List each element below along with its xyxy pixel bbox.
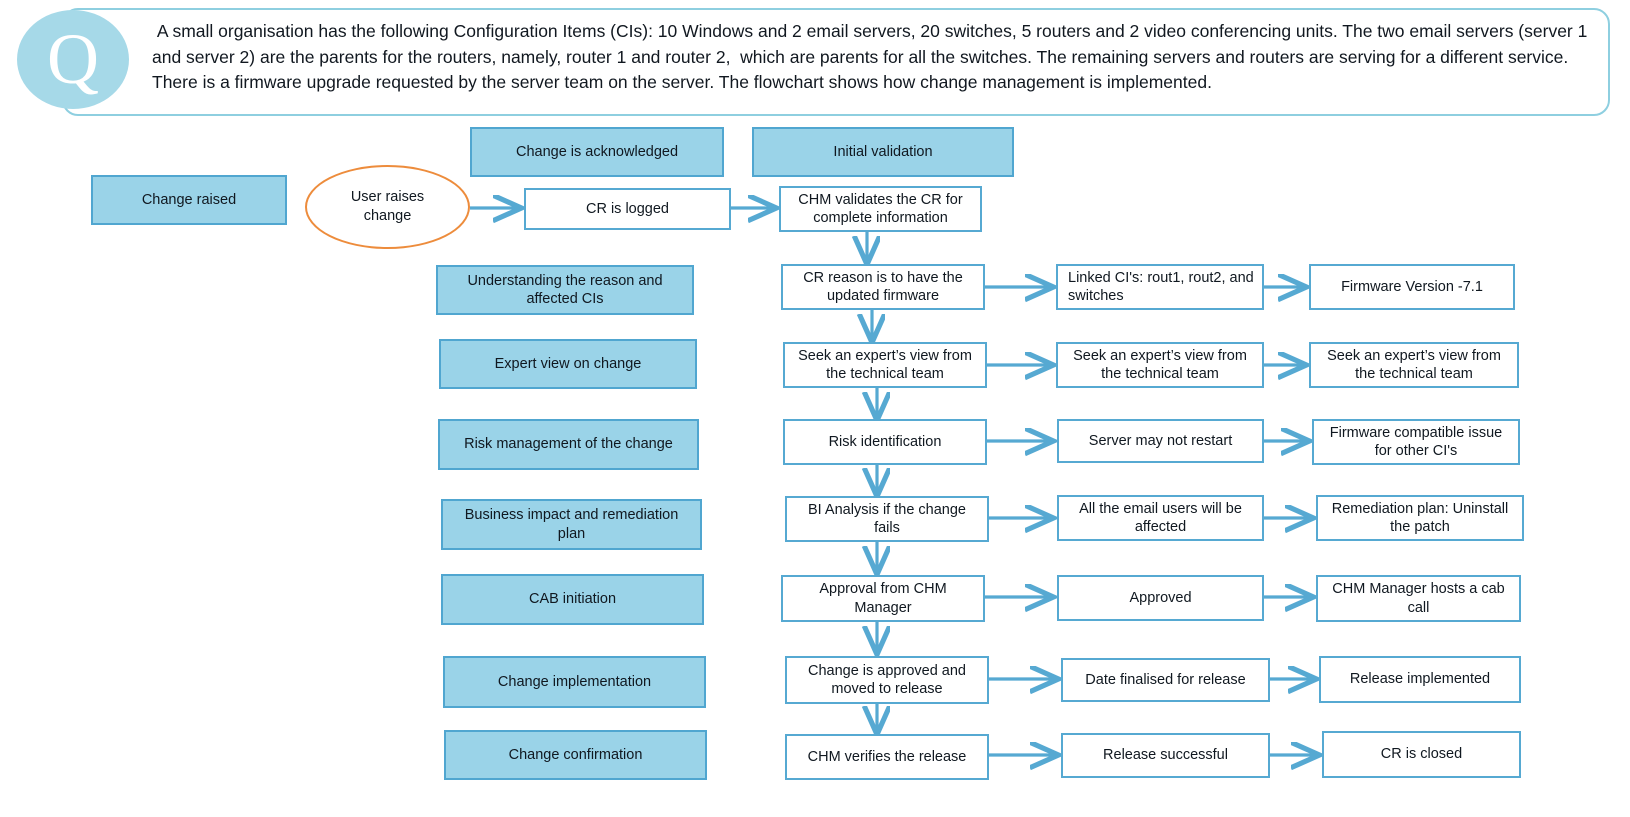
node-label: Change is acknowledged: [515, 143, 679, 160]
node-label: Release implemented: [1349, 671, 1491, 688]
stage-label-change-implementation[interactable]: Change implementation: [443, 656, 706, 708]
node-label: Date finalised for release: [1085, 671, 1246, 688]
node-chm-verifies-release[interactable]: CHM verifies the release: [785, 734, 989, 780]
node-label: CR reason is to have the updated firmwar…: [803, 269, 963, 305]
node-cr-is-closed[interactable]: CR is closed: [1322, 731, 1521, 778]
node-label: Linked CI's: rout1, rout2, and switches: [1068, 269, 1254, 305]
stage-label-expert-view[interactable]: Expert view on change: [439, 339, 697, 389]
node-label: Approval from CHM Manager: [819, 581, 947, 616]
node-label: CR is closed: [1380, 746, 1463, 763]
node-label: Remediation plan: Uninstall the patch: [1331, 500, 1509, 536]
stage-label-change-confirmation[interactable]: Change confirmation: [444, 730, 707, 780]
stage-label-change-is-acknowledged[interactable]: Change is acknowledged: [470, 127, 724, 177]
stage-label-understanding-reason[interactable]: Understanding the reason and affected CI…: [436, 265, 694, 315]
node-change-approved-moved-release[interactable]: Change is approved and moved to release: [785, 656, 989, 704]
node-seek-expert-view-second[interactable]: Seek an expert’s view from the technical…: [1056, 342, 1264, 388]
node-cr-is-logged[interactable]: CR is logged: [524, 188, 731, 230]
node-label: Approved: [1129, 589, 1192, 606]
node-risk-identification[interactable]: Risk identification: [783, 419, 987, 465]
node-label: Expert view on change: [494, 355, 642, 372]
node-label: Risk management of the change: [464, 436, 673, 453]
stage-label-risk-management[interactable]: Risk management of the change: [438, 419, 699, 470]
node-label: Firmware compatible issue for other CI's: [1329, 424, 1503, 460]
node-label: CHM verifies the release: [807, 748, 967, 765]
node-seek-expert-view-main[interactable]: Seek an expert’s view from the technical…: [783, 342, 987, 388]
node-all-email-users-affected[interactable]: All the email users will be affected: [1057, 495, 1264, 541]
node-label: Change is approved and moved to release: [807, 662, 966, 698]
question-banner: A small organisation has the following C…: [62, 8, 1610, 116]
node-label: Firmware Version -7.1: [1341, 278, 1483, 295]
stage-label-cab-initiation[interactable]: CAB initiation: [441, 574, 704, 625]
node-label: Server may not restart: [1088, 432, 1233, 449]
node-label: CAB initiation: [528, 591, 617, 608]
node-user-raises-change[interactable]: User raises change: [305, 165, 470, 249]
node-label: Change implementation: [497, 673, 652, 690]
stage-label-initial-validation[interactable]: Initial validation: [752, 127, 1014, 177]
node-release-implemented[interactable]: Release implemented: [1319, 656, 1521, 703]
node-label: CHM validates the CR for complete inform…: [798, 191, 963, 227]
node-change-raised[interactable]: Change raised: [91, 175, 287, 225]
node-label: Initial validation: [833, 143, 933, 160]
node-date-finalised-for-release[interactable]: Date finalised for release: [1061, 658, 1270, 702]
node-label: Change confirmation: [508, 746, 643, 763]
node-server-may-not-restart[interactable]: Server may not restart: [1057, 419, 1264, 463]
stage-label-business-impact[interactable]: Business impact and remediation plan: [441, 499, 702, 550]
node-release-successful[interactable]: Release successful: [1061, 733, 1270, 778]
node-remediation-plan[interactable]: Remediation plan: Uninstall the patch: [1316, 495, 1524, 541]
question-marker-circle: [17, 10, 129, 109]
node-linked-cis[interactable]: Linked CI's: rout1, rout2, and switches: [1056, 264, 1264, 310]
node-firmware-version[interactable]: Firmware Version -7.1: [1309, 264, 1515, 310]
node-label: Seek an expert’s view from the technical…: [1327, 347, 1501, 383]
node-label: CR is logged: [585, 200, 669, 217]
question-marker-letter: Q: [47, 19, 99, 99]
node-label: CHM Manager hosts a cab call: [1332, 581, 1505, 616]
node-label: Change raised: [141, 191, 237, 208]
node-bi-analysis[interactable]: BI Analysis if the change fails: [785, 496, 989, 542]
node-approval-from-chm-manager[interactable]: Approval from CHM Manager: [781, 575, 985, 622]
node-seek-expert-view-third[interactable]: Seek an expert’s view from the technical…: [1309, 342, 1519, 388]
node-label: All the email users will be affected: [1079, 500, 1242, 536]
node-chm-manager-hosts-cab-call[interactable]: CHM Manager hosts a cab call: [1316, 575, 1521, 622]
node-label: User raises change: [350, 189, 425, 224]
node-approved[interactable]: Approved: [1057, 575, 1264, 621]
question-text: A small organisation has the following C…: [152, 21, 1593, 92]
node-label: Risk identification: [828, 433, 942, 450]
node-firmware-compatible-issue[interactable]: Firmware compatible issue for other CI's: [1312, 419, 1520, 465]
node-label: Seek an expert’s view from the technical…: [1073, 347, 1247, 383]
node-label: Seek an expert’s view from the technical…: [798, 347, 972, 383]
node-cr-reason-firmware[interactable]: CR reason is to have the updated firmwar…: [781, 264, 985, 310]
node-label: Business impact and remediation plan: [464, 507, 679, 542]
node-label: Understanding the reason and affected CI…: [467, 272, 663, 308]
node-chm-validates-cr[interactable]: CHM validates the CR for complete inform…: [779, 186, 982, 232]
node-label: Release successful: [1103, 747, 1228, 764]
node-label: BI Analysis if the change fails: [808, 501, 966, 537]
